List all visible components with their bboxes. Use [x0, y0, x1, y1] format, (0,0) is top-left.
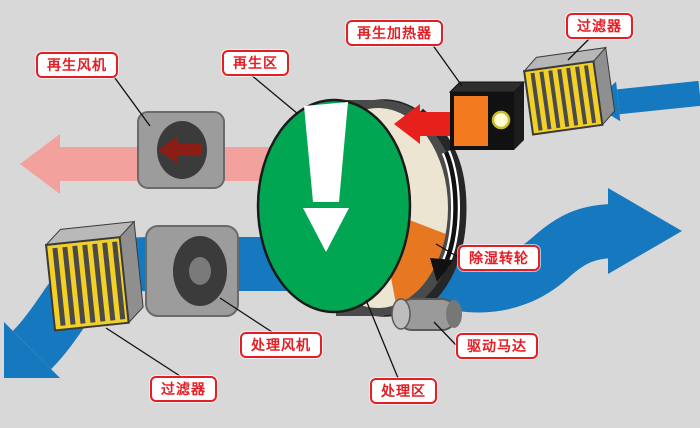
arrowhead	[20, 134, 60, 194]
regen-fan-unit	[137, 111, 225, 189]
label-regen-zone: 再生区	[222, 50, 289, 76]
leader-line	[433, 321, 457, 346]
heater-indicator	[491, 110, 511, 130]
rotation-arrow	[441, 151, 458, 268]
filter-bottom-unit	[44, 220, 144, 332]
label-process-zone: 处理区	[370, 378, 437, 404]
leader-line	[435, 243, 459, 258]
arrowhead	[394, 104, 420, 144]
filter-pleats	[530, 65, 597, 131]
leader-lines	[105, 35, 593, 379]
heater-top-face	[448, 81, 526, 93]
label-regen-heater: 再生加热器	[346, 20, 443, 46]
filter-top-unit	[522, 46, 616, 136]
filter-pleats	[52, 241, 126, 326]
regen-sector-wedge	[304, 102, 348, 202]
wheel-front-face	[256, 98, 412, 314]
drive-motor-unit	[391, 298, 462, 331]
process-fan-unit	[145, 225, 239, 317]
label-process-fan: 处理风机	[240, 332, 322, 358]
motor-pulley	[446, 300, 462, 328]
leader-line	[111, 73, 151, 127]
label-filter-top: 过滤器	[566, 13, 633, 39]
label-regen-fan: 再生风机	[36, 52, 118, 78]
motor-end-cap	[391, 298, 411, 330]
leader-line	[249, 73, 299, 115]
drive-belt	[410, 108, 467, 321]
regen-heater-unit	[448, 81, 526, 150]
arrowhead	[4, 322, 60, 378]
fan-hub	[189, 257, 211, 285]
leader-line	[219, 297, 273, 333]
rotation-arrowhead	[430, 258, 454, 282]
arrowhead	[608, 188, 682, 274]
leader-line	[431, 43, 463, 87]
label-rotor: 除湿转轮	[458, 245, 540, 271]
heater-side-face	[514, 82, 524, 150]
leader-line	[567, 35, 593, 61]
desiccant-wheel	[256, 98, 467, 321]
hot-air-arrow	[394, 104, 454, 144]
label-filter-bottom: 过滤器	[150, 376, 217, 402]
fan-flow-arrow	[158, 136, 202, 164]
leader-line	[365, 299, 399, 379]
label-drive-motor: 驱动马达	[456, 333, 538, 359]
heater-element	[454, 96, 488, 146]
leader-line	[105, 327, 181, 377]
regen-sector-arrow	[303, 208, 349, 252]
